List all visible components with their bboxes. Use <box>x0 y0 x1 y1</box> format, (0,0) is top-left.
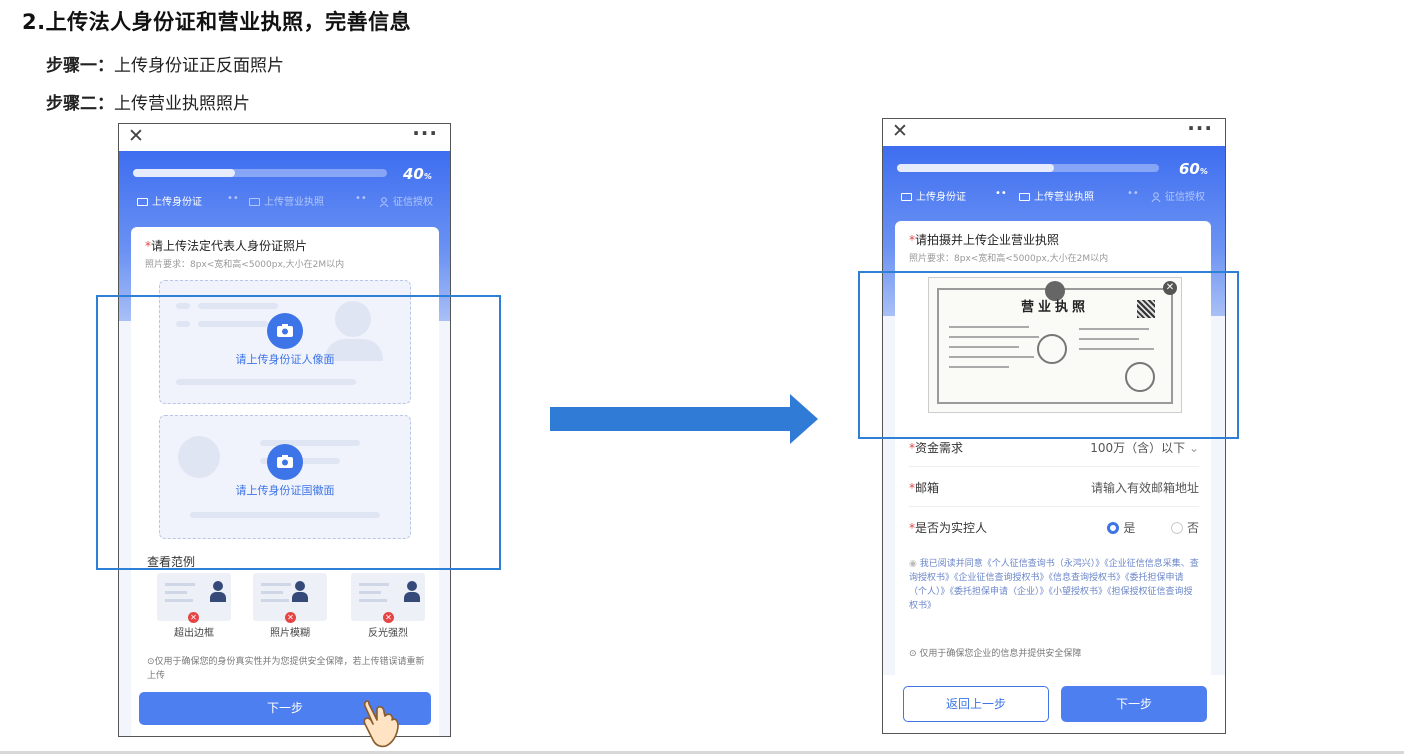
progress-fill <box>133 169 235 177</box>
email-row[interactable]: *邮箱 请输入有效邮箱地址 <box>909 467 1199 507</box>
step-sep-icon: •• <box>995 188 1007 199</box>
funding-select[interactable]: 100万（含）以下 ⌄ <box>1090 441 1199 455</box>
next-button[interactable]: 下一步 <box>1061 686 1207 722</box>
person-icon <box>379 197 389 207</box>
id-upload-card: *请上传法定代表人身份证照片 照片要求：8px<宽和高<5000px,大小在2M… <box>131 227 439 736</box>
step-tabs: 上传身份证 •• 上传营业执照 •• 征信授权 <box>883 188 1225 208</box>
card-requirements: 照片要求：8px<宽和高<5000px,大小在2M以内 <box>909 254 1109 264</box>
checkbox-icon[interactable]: ◉ <box>909 559 920 569</box>
flow-arrow-icon <box>550 394 818 444</box>
person-icon <box>1151 192 1161 202</box>
privacy-note: ⊙仅用于确保您的身份真实性并为您提供安全保障，若上传错误请重新上传 <box>147 657 425 681</box>
shield-icon: ⊙ <box>147 657 155 667</box>
id-front-upload[interactable]: 请上传身份证人像面 <box>159 280 411 404</box>
step-one-label: 步骤一： <box>46 56 114 76</box>
step-one-text: 上传身份证正反面照片 <box>114 56 284 76</box>
error-icon: ✕ <box>285 612 296 623</box>
qr-code-icon <box>1137 300 1155 318</box>
id-back-upload[interactable]: 请上传身份证国徽面 <box>159 415 411 539</box>
step-sep-icon: •• <box>355 193 367 204</box>
phone-top-bar: ✕ ··· <box>119 124 450 151</box>
radio-yes[interactable]: 是 <box>1107 521 1135 535</box>
example-label-3: 反光强烈 <box>368 628 408 639</box>
camera-icon[interactable] <box>267 313 303 349</box>
progress-percent: 40% <box>403 165 432 183</box>
step-one: 步骤一：上传身份证正反面照片 <box>46 51 284 76</box>
close-icon[interactable]: ✕ <box>892 120 908 142</box>
license-icon <box>249 198 260 206</box>
close-icon[interactable]: ✕ <box>128 125 144 147</box>
stamp-icon <box>1037 334 1067 364</box>
example-thumb-out-of-frame <box>157 573 231 621</box>
progress-track <box>133 169 387 177</box>
security-note: ⊙ 仅用于确保您企业的信息并提供安全保障 <box>909 649 1082 659</box>
radio-no[interactable]: 否 <box>1170 521 1199 535</box>
example-label-1: 超出边框 <box>174 628 214 639</box>
phone-screen-id-upload: ✕ ··· 40% 上传身份证 •• 上传营业执照 •• 征信授权 *请上传法定… <box>118 123 451 737</box>
tab-upload-license: 上传营业执照 <box>249 193 324 208</box>
tab-credit-auth: 征信授权 <box>1151 188 1205 203</box>
more-icon[interactable]: ··· <box>412 123 438 145</box>
error-icon: ✕ <box>383 612 394 623</box>
more-icon[interactable]: ··· <box>1187 118 1213 140</box>
card-requirements: 照片要求：8px<宽和高<5000px,大小在2M以内 <box>145 260 345 270</box>
tab-credit-auth: 征信授权 <box>379 193 433 208</box>
step-sep-icon: •• <box>227 193 239 204</box>
step-sep-icon: •• <box>1127 188 1139 199</box>
upload-back-label: 请上传身份证国徽面 <box>235 484 335 497</box>
license-title: 营业执照 <box>1020 300 1089 315</box>
controller-row: *是否为实控人 是 否 <box>909 521 1199 535</box>
license-icon <box>1019 193 1030 201</box>
progress-fill <box>897 164 1055 172</box>
card-title: *请拍摄并上传企业营业执照 <box>909 233 1060 247</box>
shield-icon: ⊙ <box>909 649 920 659</box>
example-title: 查看范例 <box>147 555 196 569</box>
license-photo[interactable]: 营业执照 <box>928 277 1182 413</box>
highlight-license-upload <box>858 271 1239 439</box>
id-card-icon <box>901 193 912 201</box>
funding-row[interactable]: *资金需求 100万（含）以下 ⌄ <box>909 427 1199 467</box>
step-two: 步骤二：上传营业执照照片 <box>46 89 250 114</box>
id-card-icon <box>137 198 148 206</box>
email-field[interactable]: 请输入有效邮箱地址 <box>1090 481 1199 495</box>
phone-screen-license-upload: ✕ ··· 60% 上传身份证 •• 上传营业执照 •• 征信授权 *请拍摄并上… <box>882 118 1226 734</box>
error-icon: ✕ <box>188 612 199 623</box>
page-heading: 2.上传法人身份证和营业执照，完善信息 <box>22 10 412 34</box>
card-title: *请上传法定代表人身份证照片 <box>145 239 308 253</box>
step-tabs: 上传身份证 •• 上传营业执照 •• 征信授权 <box>119 193 450 213</box>
back-button[interactable]: 返回上一步 <box>903 686 1049 722</box>
hand-pointer-icon <box>363 700 399 748</box>
progress-percent: 60% <box>1179 160 1208 178</box>
phone-top-bar: ✕ ··· <box>883 119 1225 146</box>
step-two-label: 步骤二： <box>46 94 114 114</box>
progress-track <box>897 164 1159 172</box>
agreement-text[interactable]: ◉ 我已阅读并同意《个人征信查询书（永鸿兴）》《企业征信信息采集、查询授权书》《… <box>909 559 1199 611</box>
national-emblem-icon <box>1045 281 1065 301</box>
chevron-down-icon: ⌄ <box>1188 441 1199 455</box>
tab-upload-id: 上传身份证 <box>137 193 202 208</box>
stamp-icon <box>1125 362 1155 392</box>
upload-front-label: 请上传身份证人像面 <box>235 353 335 366</box>
example-label-2: 照片模糊 <box>270 628 310 639</box>
remove-photo-icon[interactable]: ✕ <box>1163 281 1177 295</box>
tab-upload-id: 上传身份证 <box>901 188 966 203</box>
highlight-id-upload <box>96 295 501 570</box>
tab-upload-license: 上传营业执照 <box>1019 188 1094 203</box>
bottom-divider <box>0 751 1404 754</box>
camera-icon[interactable] <box>267 444 303 480</box>
step-two-text: 上传营业执照照片 <box>114 94 250 114</box>
